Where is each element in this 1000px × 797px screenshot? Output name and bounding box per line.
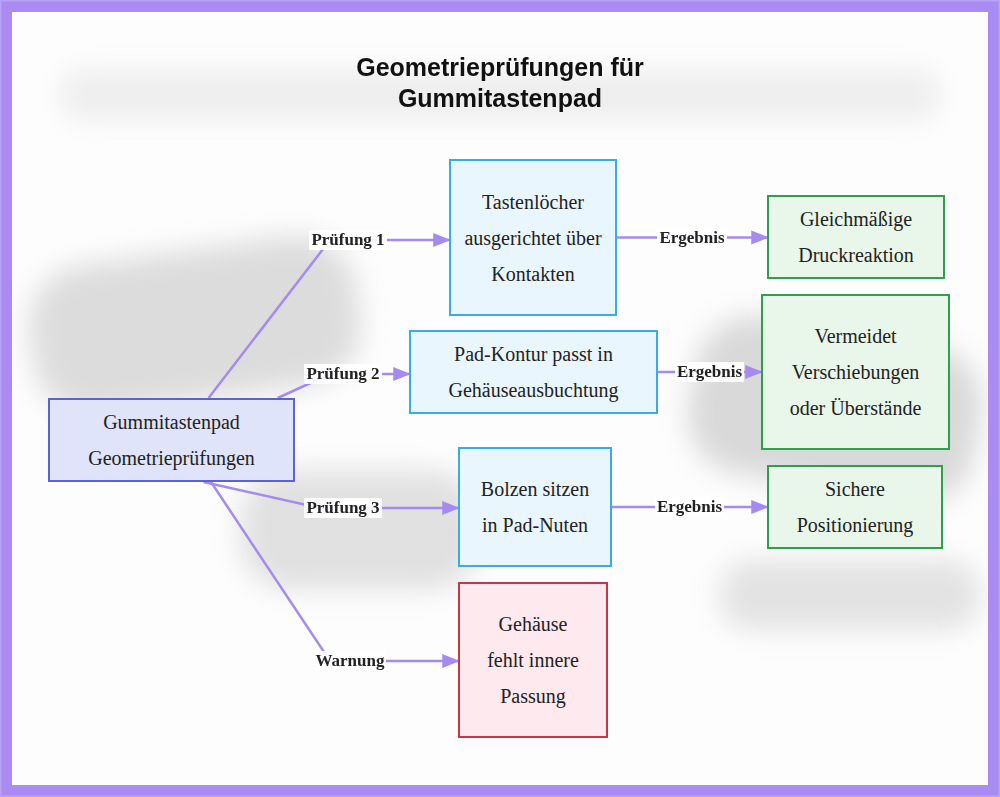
process-box: Pad-Kontur passt in Gehäuseausbuchtung [409, 330, 658, 414]
node-text: Bolzen sitzen in Pad-Nuten [480, 471, 590, 543]
key-shape [240, 470, 480, 590]
node-text: Sichere Positionierung [779, 471, 931, 543]
node-text: Vermeidet Verschiebungen oder Überstände [777, 318, 934, 426]
process-box: Sichere Positionierung [767, 465, 943, 549]
node-text: Tastenlöcher ausgerichtet über Kontakten [461, 184, 605, 292]
process-box: Tastenlöcher ausgerichtet über Kontakten [449, 159, 617, 316]
page-frame [6, 6, 994, 791]
edge-label: Prüfung 1 [309, 230, 386, 250]
connector-arrow [211, 482, 458, 661]
node-text: Gummitastenpad Geometrieprüfungen [60, 404, 283, 476]
edge-label: Prüfung 3 [304, 498, 381, 518]
node-text: Gehäuse fehlt innere Passung [482, 606, 584, 714]
edge-label: Warnung [314, 651, 387, 671]
process-box: Vermeidet Verschiebungen oder Überstände [761, 294, 950, 450]
root-box: Gummitastenpad Geometrieprüfungen [48, 398, 295, 482]
edge-label: Ergebnis [675, 362, 744, 382]
edge-label: Prüfung 2 [304, 364, 381, 384]
diagram-title: Geometrieprüfungen für Gummitastenpad [320, 52, 680, 114]
node-text: Pad-Kontur passt in Gehäuseausbuchtung [421, 336, 646, 408]
process-box: Gehäuse fehlt innere Passung [458, 582, 608, 738]
edge-label: Ergebnis [655, 497, 724, 517]
process-box: Bolzen sitzen in Pad-Nuten [458, 447, 612, 567]
key-blade [720, 560, 980, 630]
edge-label: Ergebnis [657, 228, 726, 248]
node-text: Gleichmäßige Druckreaktion [779, 201, 933, 273]
blurred-photo [21, 70, 992, 630]
process-box: Gleichmäßige Druckreaktion [767, 195, 945, 279]
